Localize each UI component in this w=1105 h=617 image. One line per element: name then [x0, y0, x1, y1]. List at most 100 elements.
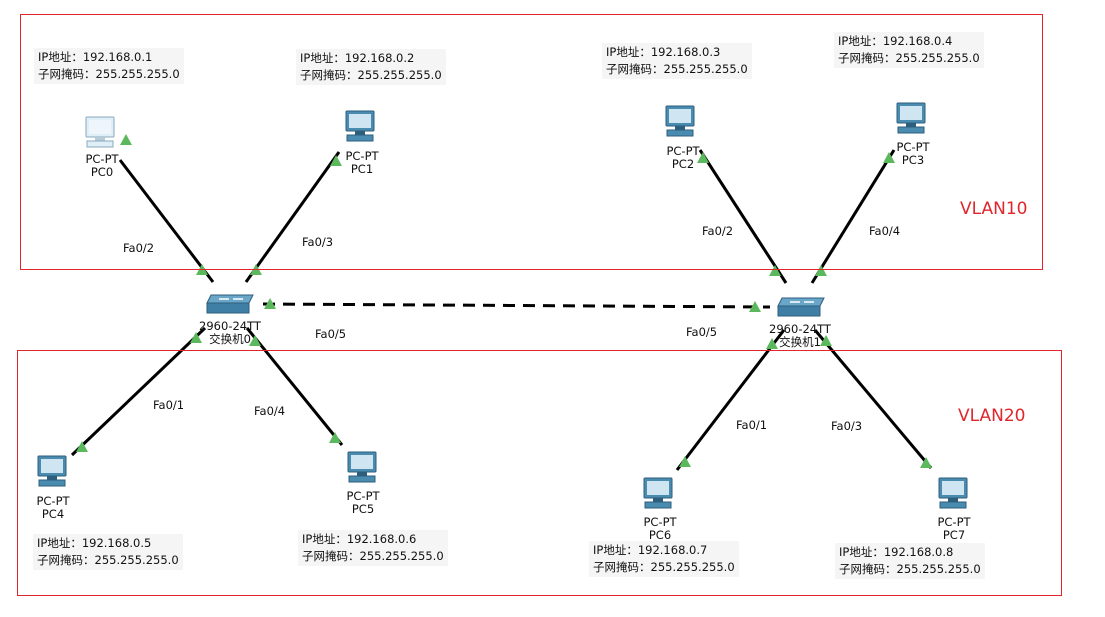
port-label-pc0: Fa0/2: [123, 241, 155, 255]
switch1-label: 2960-24TT 交换机1: [769, 323, 831, 349]
device-model: 2960-24TT: [769, 322, 831, 336]
device-name: PC4: [41, 507, 65, 521]
link-indicator: [249, 335, 261, 346]
link-indicator: [815, 265, 827, 276]
port-label-pc4: Fa0/1: [153, 398, 185, 412]
link-indicator: [920, 457, 932, 468]
device-type: PC-PT: [345, 149, 379, 163]
device-type: PC-PT: [36, 494, 70, 508]
pc7-computer-icon[interactable]: [936, 477, 970, 511]
link-indicator: [330, 155, 342, 166]
link-indicator: [697, 152, 709, 163]
pc4-label: PC-PT PC4: [36, 495, 69, 521]
pc6-computer-icon[interactable]: [641, 477, 675, 511]
device-name: PC2: [671, 157, 695, 171]
port-label-pc1: Fa0/3: [302, 235, 334, 249]
device-name: PC6: [648, 528, 672, 542]
subnet-mask-label: 子网掩码：255.255.255.0: [839, 562, 981, 576]
links: [70, 149, 933, 471]
pc5-computer-icon[interactable]: [345, 451, 379, 485]
link-indicator: [190, 332, 202, 343]
link-pc5-sw0: [245, 327, 344, 446]
pc4-computer-icon[interactable]: [35, 455, 69, 489]
pc2-label: PC-PT PC2: [666, 145, 699, 171]
link-pc4-sw0: [70, 326, 207, 457]
link-pc7-sw1: [813, 329, 933, 469]
link-indicator: [769, 265, 781, 276]
ip-address-label: IP地址：192.168.0.5: [37, 536, 152, 550]
device-type: PC-PT: [896, 140, 930, 154]
link-indicator: [264, 298, 276, 309]
port-label-pc6: Fa0/1: [736, 418, 768, 432]
link-pc3-sw1: [810, 149, 896, 284]
device-name: PC1: [350, 162, 374, 176]
subnet-mask-label: 子网掩码：255.255.255.0: [593, 560, 735, 574]
port-label-trunk-sw1: Fa0/5: [686, 325, 718, 339]
pc6-label: PC-PT PC6: [643, 516, 676, 542]
link-indicator: [76, 441, 88, 452]
ip-address-label: IP地址：192.168.0.1: [38, 50, 153, 64]
link-indicator: [329, 432, 341, 443]
subnet-mask-label: 子网掩码：255.255.255.0: [37, 553, 179, 567]
ip-address-label: IP地址：192.168.0.3: [606, 45, 721, 59]
device-type: PC-PT: [346, 489, 380, 503]
ip-address-label: IP地址：192.168.0.8: [839, 545, 954, 559]
pc3-ip-info: IP地址：192.168.0.4 子网掩码：255.255.255.0: [834, 32, 984, 68]
link-indicator: [749, 301, 761, 312]
ip-address-label: IP地址：192.168.0.4: [838, 34, 953, 48]
link-indicator: [820, 335, 832, 346]
pc2-computer-icon[interactable]: [663, 105, 697, 139]
pc4-ip-info: IP地址：192.168.0.5 子网掩码：255.255.255.0: [33, 534, 183, 570]
link-trunk: [262, 302, 771, 309]
switch1-icon[interactable]: [774, 296, 828, 318]
switch0-icon[interactable]: [203, 293, 257, 315]
port-label-pc7: Fa0/3: [831, 419, 863, 433]
ip-address-label: IP地址：192.168.0.6: [302, 532, 417, 546]
pc5-ip-info: IP地址：192.168.0.6 子网掩码：255.255.255.0: [298, 530, 448, 566]
link-indicator: [766, 338, 778, 349]
pc1-computer-icon[interactable]: [343, 110, 377, 144]
pc3-computer-icon[interactable]: [894, 102, 928, 136]
device-name: 交换机1: [779, 335, 821, 349]
vlan10-label: VLAN10: [960, 199, 1028, 219]
device-model: 2960-24TT: [199, 319, 261, 333]
port-label-pc5: Fa0/4: [254, 404, 286, 418]
pc2-ip-info: IP地址：192.168.0.3 子网掩码：255.255.255.0: [602, 43, 752, 79]
vlan20-label: VLAN20: [958, 406, 1026, 426]
link-pc0-sw0: [118, 159, 215, 283]
device-type: PC-PT: [85, 152, 119, 166]
link-indicator: [120, 134, 132, 145]
link-indicator: [679, 456, 691, 467]
device-type: PC-PT: [643, 515, 677, 529]
pc7-ip-info: IP地址：192.168.0.8 子网掩码：255.255.255.0: [835, 543, 985, 579]
device-name: PC5: [351, 502, 375, 516]
device-name: 交换机0: [209, 332, 251, 346]
pc7-label: PC-PT PC7: [937, 516, 970, 542]
device-type: PC-PT: [666, 144, 700, 158]
device-name: PC7: [942, 528, 966, 542]
link-pc2-sw1: [698, 149, 788, 284]
link-indicator: [883, 152, 895, 163]
switch0-label: 2960-24TT 交换机0: [199, 320, 261, 346]
subnet-mask-label: 子网掩码：255.255.255.0: [606, 62, 748, 76]
subnet-mask-label: 子网掩码：255.255.255.0: [300, 68, 442, 82]
pc5-label: PC-PT PC5: [346, 490, 379, 516]
device-name: PC0: [90, 165, 114, 179]
vlan20-box: [17, 350, 1062, 596]
port-label-trunk-sw0: Fa0/5: [315, 327, 347, 341]
pc0-computer-icon[interactable]: [83, 116, 117, 150]
link-pc6-sw1: [675, 329, 786, 471]
pc3-label: PC-PT PC3: [896, 141, 929, 167]
link-pc1-sw0: [244, 151, 341, 283]
link-indicators: [76, 134, 932, 468]
pc1-label: PC-PT PC1: [345, 150, 378, 176]
subnet-mask-label: 子网掩码：255.255.255.0: [838, 51, 980, 65]
vlan10-box: [20, 14, 1043, 270]
subnet-mask-label: 子网掩码：255.255.255.0: [302, 549, 444, 563]
ip-address-label: IP地址：192.168.0.2: [300, 51, 415, 65]
port-label-pc2: Fa0/2: [702, 224, 734, 238]
port-label-pc3: Fa0/4: [869, 224, 901, 238]
device-type: PC-PT: [937, 515, 971, 529]
pc6-ip-info: IP地址：192.168.0.7 子网掩码：255.255.255.0: [589, 541, 739, 577]
